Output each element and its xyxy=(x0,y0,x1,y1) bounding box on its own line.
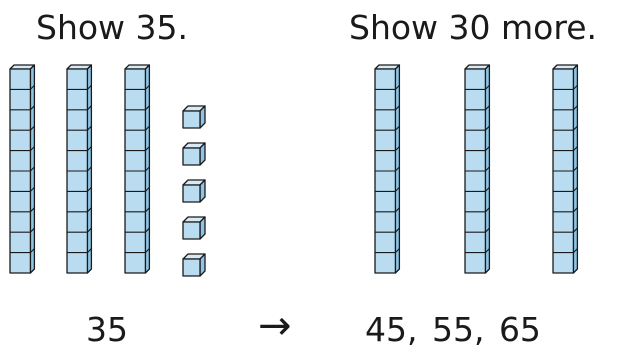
left-panel-title: Show 35. xyxy=(36,8,189,47)
ten-rod xyxy=(9,64,36,274)
left-number: 35 xyxy=(86,310,128,349)
right-blocks-group xyxy=(374,64,579,274)
right-panel-title: Show 30 more. xyxy=(349,8,597,47)
unit-cube xyxy=(182,179,206,203)
ten-rod xyxy=(124,64,151,274)
unit-cube xyxy=(182,105,206,129)
right-arrow-icon: → xyxy=(258,303,292,349)
base-ten-blocks-diagram xyxy=(9,64,579,277)
unit-cube xyxy=(182,216,206,240)
count-on-sequence: 45, 55, 65 xyxy=(365,310,541,349)
ten-rod xyxy=(552,64,579,274)
ten-rod xyxy=(464,64,491,274)
left-blocks-group xyxy=(9,64,206,277)
unit-cube xyxy=(182,142,206,166)
ten-rod xyxy=(66,64,93,274)
unit-cube xyxy=(182,253,206,277)
ten-rod xyxy=(374,64,401,274)
